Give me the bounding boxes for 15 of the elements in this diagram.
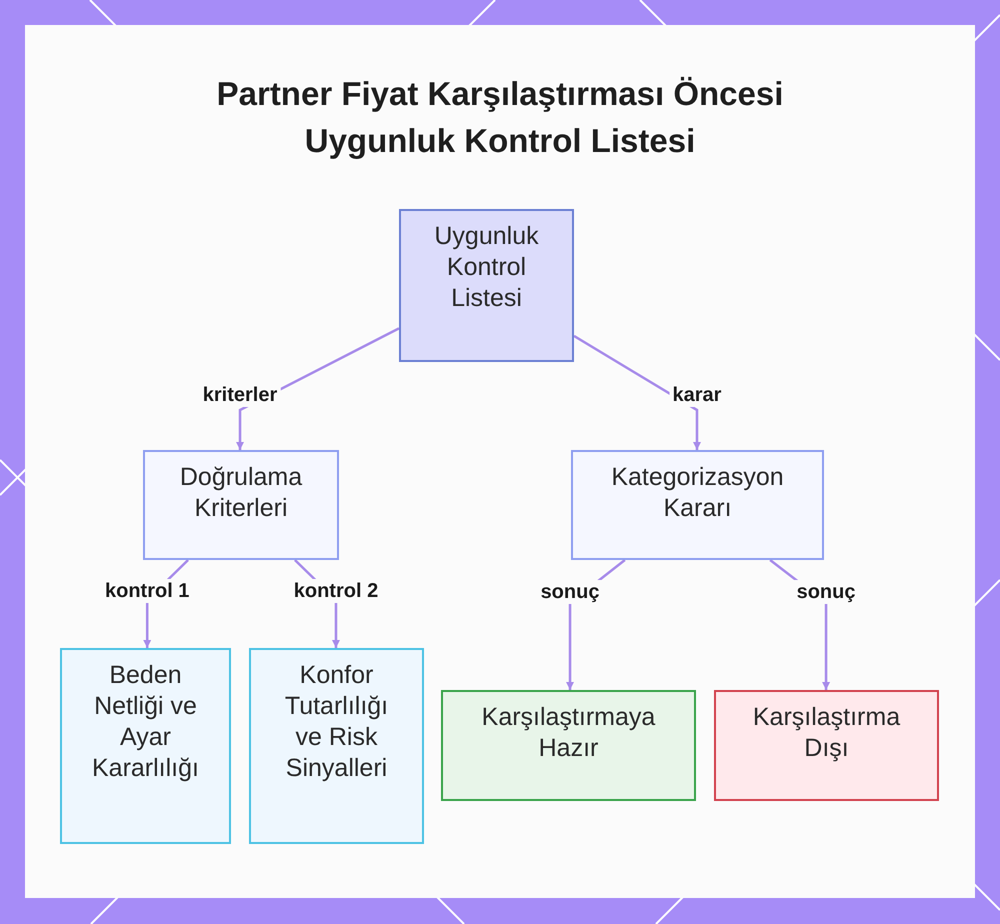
process-box bbox=[714, 690, 939, 801]
process-box bbox=[571, 450, 824, 560]
process-box bbox=[249, 648, 424, 844]
process-box bbox=[399, 209, 574, 362]
process-box bbox=[60, 648, 231, 844]
process-box bbox=[441, 690, 696, 801]
box-label: Konfor Tutarlılığı ve Risk Sinyalleri bbox=[284, 660, 390, 784]
box-label: Karşılaştırma Dışı bbox=[752, 702, 902, 764]
box-label: Uygunluk Kontrol Listesi bbox=[433, 221, 540, 314]
box-label: Kategorizasyon Kararı bbox=[610, 462, 785, 524]
diagram-title: Partner Fiyat Karşılaştırması Öncesi Uygunluk Kontrol Listesi bbox=[216, 74, 784, 161]
box-label: Karşılaştırmaya Hazır bbox=[480, 702, 656, 764]
process-box bbox=[143, 450, 339, 560]
box-label: Doğrulama Kriterleri bbox=[178, 462, 304, 524]
box-label: Beden Netliği ve Ayar Kararlılığı bbox=[91, 660, 200, 784]
